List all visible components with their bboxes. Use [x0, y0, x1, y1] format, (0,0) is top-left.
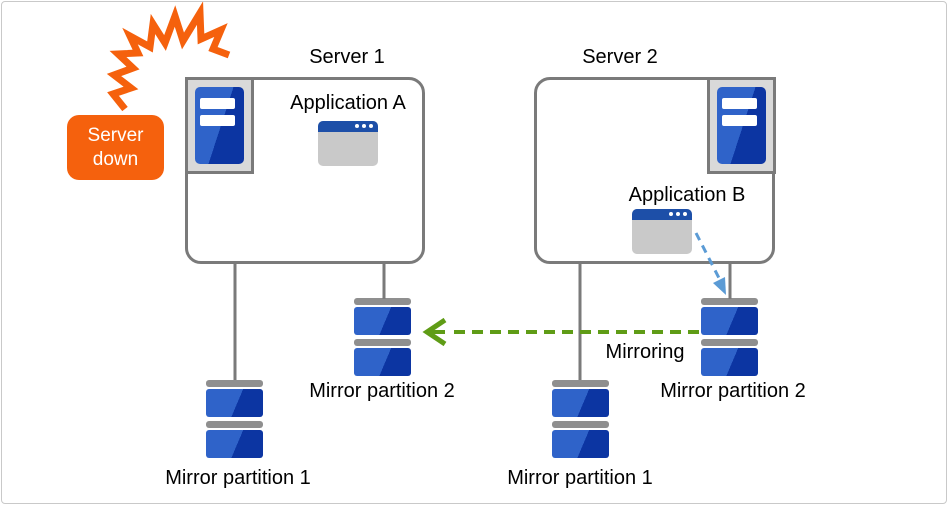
- app-window-dots-icon: [355, 124, 373, 128]
- s2-mirror-partition2-label: Mirror partition 2: [660, 380, 806, 402]
- disk-stack-icon-s1-mp1: [206, 380, 263, 462]
- disk-stack-icon-s2-mp1: [552, 380, 609, 462]
- server2-title: Server 2: [582, 46, 658, 68]
- arrowhead-down-icon: [713, 277, 726, 295]
- server-tower-icon: [707, 77, 776, 174]
- app-window-icon: [318, 121, 378, 166]
- disk-stack-icon-s2-mp2: [701, 298, 758, 380]
- app-window-titlebar: [318, 121, 378, 132]
- server-tower-body: [195, 87, 244, 164]
- application-a-label: Application A: [290, 92, 406, 114]
- server1-title: Server 1: [309, 46, 385, 68]
- mirroring-label: Mirroring: [605, 341, 685, 363]
- s1-mirror-partition1-label: Mirror partition 1: [165, 467, 311, 489]
- s2-mirror-partition1-label: Mirror partition 1: [507, 467, 653, 489]
- s1-mirror-partition2-label: Mirror partition 2: [309, 380, 455, 402]
- application-b-label: Application B: [628, 184, 746, 206]
- disk-stack-icon-s1-mp2: [354, 298, 411, 380]
- server-tower-body: [717, 87, 766, 164]
- app-window-dots-icon: [669, 212, 687, 216]
- server-down-badge: Server down: [67, 115, 164, 180]
- app-window-titlebar: [632, 209, 692, 220]
- arrowhead-left-icon: [422, 317, 447, 347]
- app-window-icon: [632, 209, 692, 254]
- server-tower-icon: [185, 77, 254, 174]
